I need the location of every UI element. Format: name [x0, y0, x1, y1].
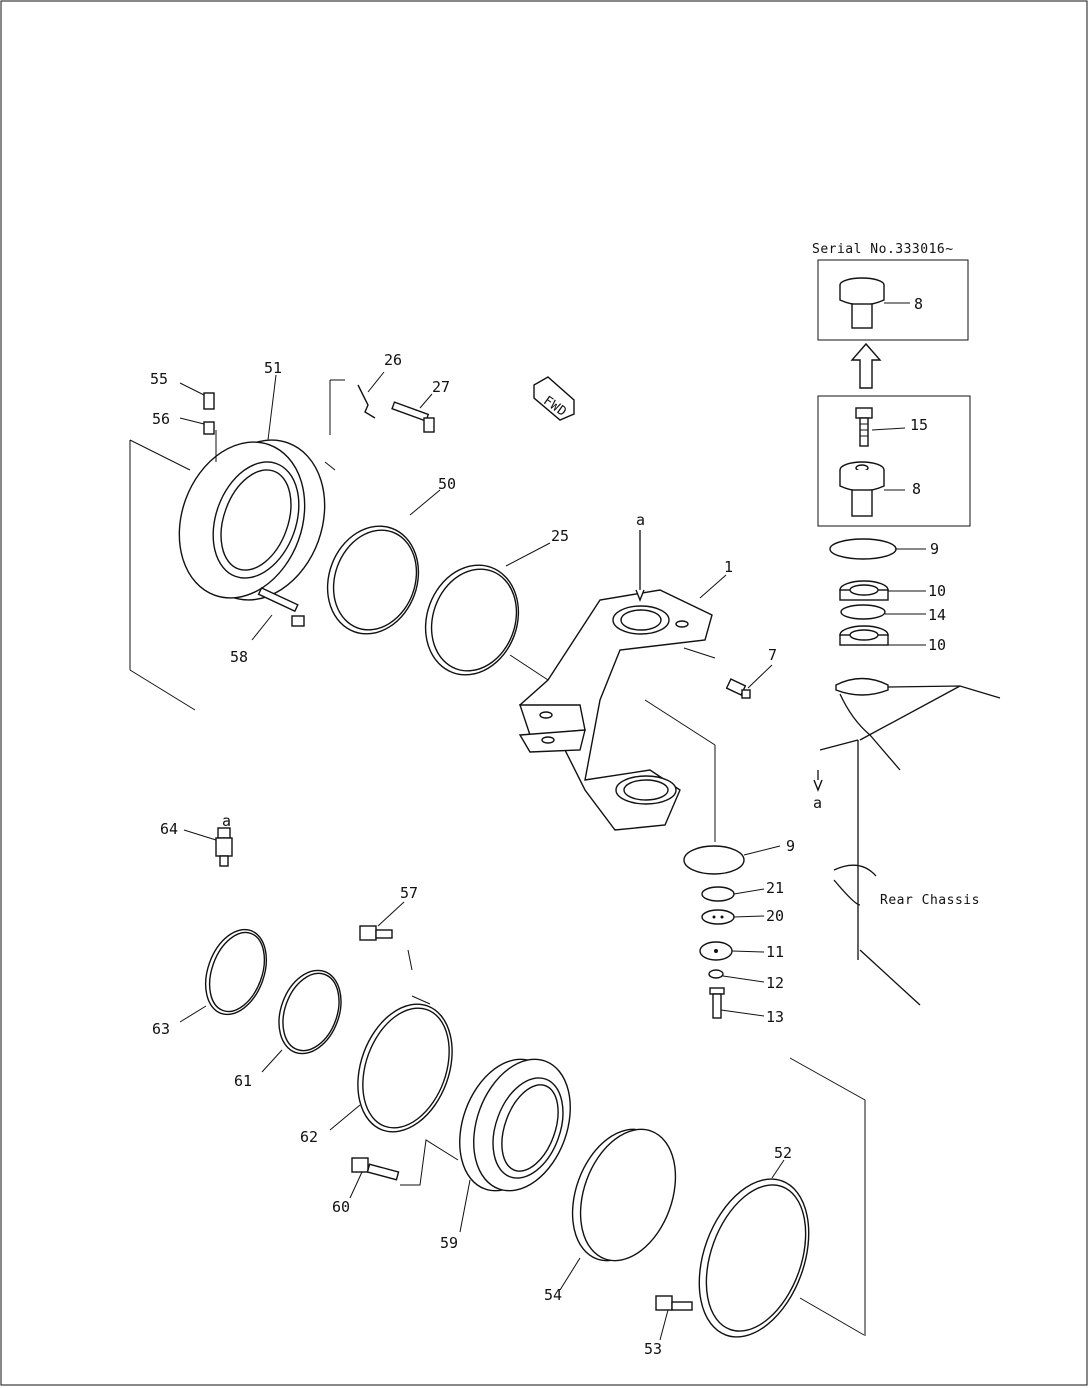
label-12: 12 [766, 974, 784, 992]
label-1: 1 [724, 558, 733, 576]
label-58: 58 [230, 648, 248, 666]
label-10-upper: 10 [928, 582, 946, 600]
serial-box-upper: Serial No.333016~ [812, 242, 969, 341]
lower-small-parts [683, 845, 781, 1019]
lower-rings [179, 901, 453, 1133]
label-10-lower: 10 [928, 636, 946, 654]
label-59: 59 [440, 1234, 458, 1252]
rear-chassis-label: Rear Chassis [880, 893, 980, 908]
label-7: 7 [768, 646, 777, 664]
label-8-old: 8 [912, 480, 921, 498]
label-9-lower: 9 [786, 837, 795, 855]
ring-54 [559, 1128, 677, 1291]
label-63: 63 [152, 1020, 170, 1038]
label-55: 55 [150, 370, 168, 388]
lower-gear-assembly [349, 1058, 571, 1233]
label-61: 61 [234, 1072, 252, 1090]
rear-chassis-fragment [813, 677, 1001, 1006]
upgrade-arrow [850, 342, 882, 389]
label-20: 20 [766, 907, 784, 925]
label-50: 50 [438, 475, 456, 493]
label-57: 57 [400, 884, 418, 902]
serial-note: Serial No.333016~ [812, 242, 954, 257]
label-27: 27 [432, 378, 450, 396]
label-21: 21 [766, 879, 784, 897]
label-53: 53 [644, 1340, 662, 1358]
label-9-right: 9 [930, 540, 939, 558]
label-56: 56 [152, 410, 170, 428]
label-13: 13 [766, 1008, 784, 1026]
rings-50-25 [326, 489, 551, 676]
label-62: 62 [300, 1128, 318, 1146]
label-54: 54 [544, 1286, 562, 1304]
ring-52 [655, 1057, 866, 1341]
ref-mark-top: a [636, 511, 645, 529]
serial-box-lower [817, 395, 971, 527]
label-64: 64 [160, 820, 178, 838]
ref-mark-left: a [222, 812, 231, 830]
hinge-bracket [509, 530, 727, 842]
grease-fitting-7 [725, 664, 773, 699]
upper-gear-assembly [129, 371, 575, 711]
label-60: 60 [332, 1198, 350, 1216]
fitting-64 [183, 827, 233, 867]
label-14: 14 [928, 606, 946, 624]
right-bearing-stack [829, 538, 926, 646]
label-25: 25 [551, 527, 569, 545]
label-15: 15 [910, 416, 928, 434]
label-51: 51 [264, 359, 282, 377]
label-8-new: 8 [914, 295, 923, 313]
label-52: 52 [774, 1144, 792, 1162]
label-26: 26 [384, 351, 402, 369]
ref-mark-right: a [813, 794, 822, 812]
label-11: 11 [766, 943, 784, 961]
